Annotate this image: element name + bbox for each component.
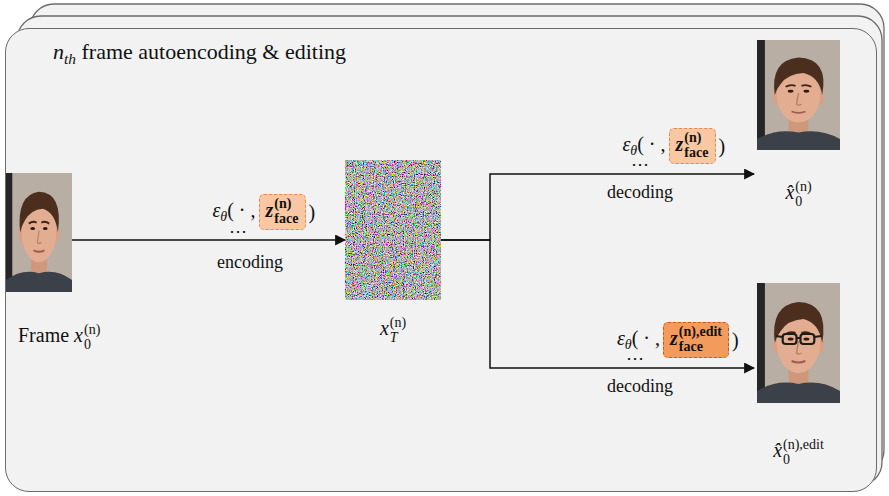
panel-heading: nth frame autoencoding & editing (53, 39, 346, 67)
math-text: (n),edit (679, 325, 722, 340)
latent-symbol: zface(n) (266, 197, 299, 226)
step-label: encoding (217, 252, 283, 273)
math-text: 0 (84, 338, 91, 353)
math-text: ⋯ (626, 348, 644, 368)
script-stack: 0(n) (795, 180, 811, 209)
ellipsis-mark: ⋯ (631, 154, 649, 175)
script-stack: face(n) (274, 197, 298, 226)
math-text: (n) (795, 180, 811, 195)
step-label: decoding (607, 182, 673, 203)
latent-symbol: zface(n),edit (670, 325, 722, 354)
edited-face-photo (757, 283, 840, 403)
face-latent-box: zface(n) (259, 194, 306, 230)
reconstructed-frame-image: x̂0(n) (757, 40, 840, 215)
math-text: z (676, 133, 684, 155)
math-text: x (380, 317, 389, 339)
math-text: ) (719, 135, 726, 157)
noise-image (345, 160, 441, 300)
reconstructed-face-photo (757, 40, 840, 150)
image-caption: xT(n) (380, 316, 406, 345)
math-text: x̂ (773, 439, 782, 461)
math-text: ( · , (632, 327, 660, 349)
math-text: face (274, 212, 298, 227)
math-text: (n) (684, 131, 701, 146)
edited-frame-image: x̂0(n),edit (757, 283, 840, 473)
latent-symbol: zface(n) (676, 131, 709, 160)
math-text: ( · , (637, 133, 665, 155)
math-text: encoding (217, 252, 283, 272)
ellipsis-mark: ⋯ (229, 221, 247, 242)
image-caption: x̂0(n),edit (773, 438, 824, 467)
image-caption: x̂0(n) (785, 180, 811, 209)
math-text: (n) (84, 323, 100, 338)
flow-arrow (72, 239, 345, 241)
math-text: (n) (390, 316, 406, 331)
edited-glasses (776, 334, 821, 344)
flow-arrow (441, 174, 754, 240)
image-caption: Framex0(n) (18, 323, 100, 352)
math-text: 0 (795, 195, 802, 210)
closing-parenthesis: ) (732, 329, 739, 352)
math-text: ) (309, 201, 316, 223)
math-text: decoding (607, 376, 673, 396)
math-text: z (670, 327, 678, 349)
math-text: x (74, 324, 83, 346)
math-text: (n),edit (783, 438, 824, 453)
script-stack: face(n) (684, 131, 708, 160)
math-text: decoding (607, 182, 673, 202)
math-text: ⋯ (631, 154, 649, 174)
closing-parenthesis: ) (719, 135, 726, 158)
math-text: face (679, 340, 703, 355)
math-text: face (684, 146, 708, 161)
input-frame-image: Framex0(n) (6, 173, 72, 358)
noise-latent-image: xT(n) (345, 160, 441, 350)
input-face-photo (6, 173, 72, 292)
math-text: th (64, 50, 76, 67)
math-text: (n) (274, 197, 291, 212)
math-text: T (390, 331, 398, 346)
math-text: ε (622, 133, 630, 155)
math-text: ε (212, 199, 220, 221)
math-text: θ (220, 209, 227, 224)
ellipsis-mark: ⋯ (626, 348, 644, 369)
math-text: frame autoencoding & editing (81, 39, 346, 64)
face-latent-box: zface(n) (669, 128, 716, 164)
math-text: x̂ (785, 181, 794, 203)
math-text: n (53, 39, 64, 64)
script-stack: 0(n),edit (783, 438, 824, 467)
step-label: decoding (607, 376, 673, 397)
math-text: ε (617, 327, 625, 349)
math-text: Frame (18, 324, 69, 346)
script-stack: face(n),edit (679, 325, 722, 354)
flow-arrow (441, 240, 754, 368)
script-stack: T(n) (390, 316, 406, 345)
panel-ground (5, 28, 877, 492)
math-text: ( · , (227, 199, 255, 221)
frame-panel: Framex0(n)zface(n)xT(n)zface(n)x̂0(n)zfa… (5, 28, 877, 492)
edited-face-latent-box: zface(n),edit (663, 322, 729, 358)
closing-parenthesis: ) (309, 201, 316, 224)
math-text: 0 (783, 453, 790, 468)
math-text: z (266, 199, 274, 221)
math-text: ⋯ (229, 221, 247, 241)
math-text: ) (732, 329, 739, 351)
script-stack: 0(n) (84, 323, 100, 352)
